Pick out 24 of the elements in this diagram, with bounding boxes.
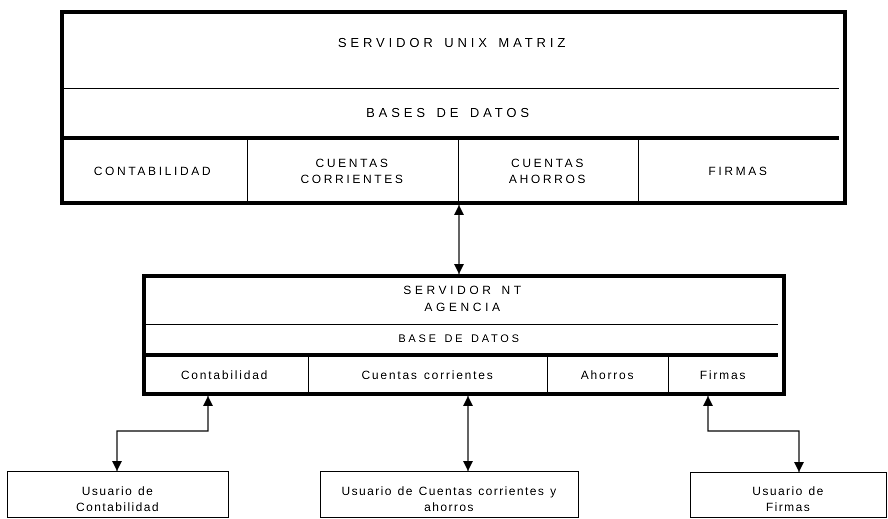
cell-text: Cuentas corrientes bbox=[361, 366, 495, 384]
user-box bbox=[7, 471, 229, 518]
arrow bbox=[463, 396, 473, 471]
cell-text: CUENTAS CORRIENTES bbox=[299, 154, 407, 186]
arrow bbox=[112, 396, 213, 471]
arrow bbox=[454, 205, 464, 274]
cell-text: FIRMAS bbox=[708, 162, 770, 180]
server-title: SERVIDOR UNIX MATRIZ bbox=[336, 34, 570, 52]
user-box bbox=[690, 472, 887, 518]
cell-text: Firmas bbox=[700, 366, 748, 384]
arrow bbox=[703, 396, 804, 472]
cell-text: CONTABILIDAD bbox=[94, 162, 214, 180]
cell-text: Usuario de Firmas bbox=[751, 483, 826, 515]
cell-text: Ahorros bbox=[580, 366, 636, 384]
cell-text: BASES DE DATOS bbox=[366, 104, 533, 122]
server-title: SERVIDOR NT AGENCIA bbox=[402, 282, 526, 316]
cell-text: Usuario de Cuentas corrientes y ahorros bbox=[340, 482, 559, 514]
cell-text: Contabilidad bbox=[180, 366, 270, 384]
user-box bbox=[320, 471, 579, 518]
cell-text: BASE DE DATOS bbox=[398, 332, 522, 347]
server-box bbox=[142, 274, 786, 396]
cell-text: Usuario de Contabilidad bbox=[75, 482, 161, 514]
cell-text: CUENTAS AHORROS bbox=[508, 154, 590, 186]
server-box bbox=[60, 10, 847, 205]
